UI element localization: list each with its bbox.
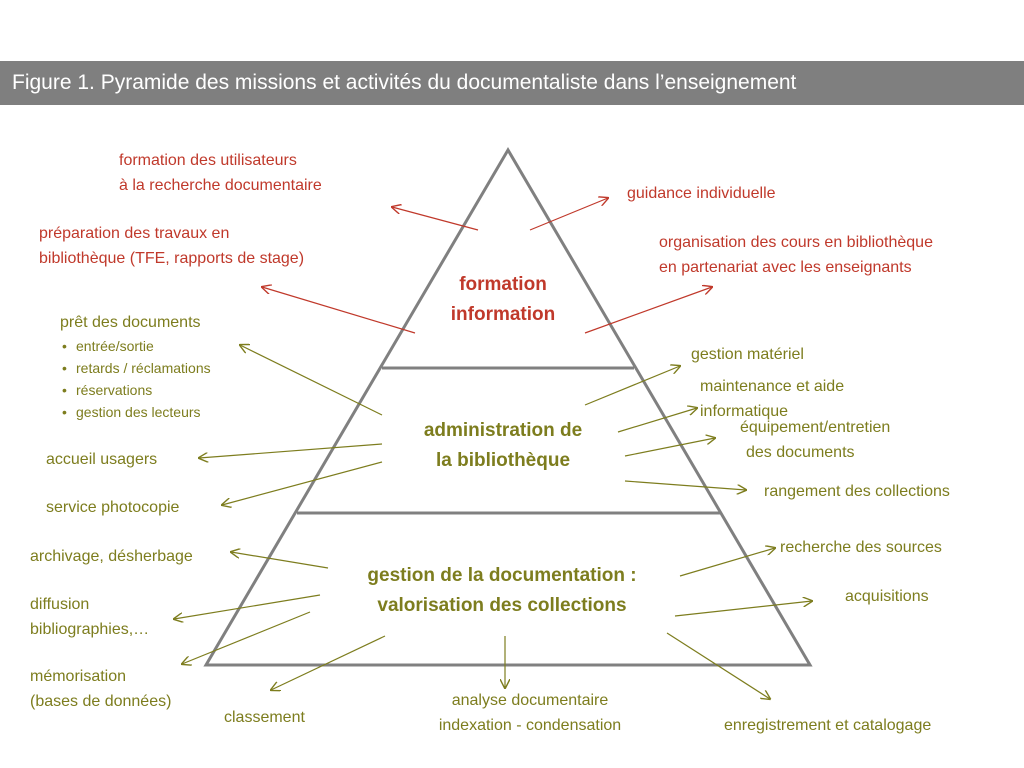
label-classement: classement [224,709,305,726]
pyramid-outline [203,147,813,667]
list-item: réservations [60,379,211,401]
label-organisation-cours: organisation des cours en bibliothèque e… [659,230,933,280]
label-acquisitions: acquisitions [845,588,929,605]
list-item: retards / réclamations [60,357,211,379]
label-memorisation: mémorisation (bases de données) [30,664,171,714]
tier-middle-label: administration de la bibliothèque [393,416,613,476]
arrow-diffusion [174,594,321,619]
arrow-formation-utilisateurs [392,207,479,231]
tier-bottom-line1: gestion de la documentation : [367,565,637,586]
arrow-guidance [529,198,608,231]
label-diffusion: diffusion bibliographies,… [30,592,149,642]
label-photocopie: service photocopie [46,499,180,516]
arrow-accueil [199,443,383,458]
label-accueil: accueil usagers [46,451,158,468]
arrow-preparation [262,287,416,334]
list-item: gestion des lecteurs [60,401,211,423]
label-line: formation des utilisateurs [119,152,297,169]
tier-bottom-line2: valorisation des collections [377,595,627,616]
label-line: à la recherche documentaire [119,177,322,194]
arrow-pret [240,345,383,416]
label-line: bibliothèque (TFE, rapports de stage) [39,250,305,267]
arrow-enregistrement [666,632,770,699]
tier-middle-line2: la bibliothèque [435,450,571,471]
arrow-photocopie [222,461,383,505]
label-line: bibliographies,… [30,621,150,638]
arrow-archivage [231,552,329,569]
arrow-recherche [679,548,775,577]
label-recherche: recherche des sources [780,539,942,556]
arrow-gestion-materiel [584,366,680,406]
label-line: organisation des cours en bibliothèque [659,234,933,251]
arrow-classement [271,635,386,690]
label-guidance: guidance individuelle [627,185,776,202]
label-maintenance: maintenance et aide informatique [700,374,844,424]
arrow-memorisation [182,611,311,664]
label-line: équipement/entretien [740,419,891,436]
label-line: (bases de données) [30,693,172,710]
tier-top-label: formation information [418,270,588,330]
label-pret-heading: prêt des documents [60,314,201,331]
label-line: des documents [746,444,855,461]
arrow-rangement [624,480,746,490]
arrow-organisation [584,287,712,334]
label-line: analyse documentaire [451,692,609,709]
label-preparation-travaux: préparation des travaux en bibliothèque … [39,221,304,271]
arrow-equipement [624,438,715,457]
figure-title: Figure 1. Pyramide des missions et activ… [0,61,1024,105]
label-pret: prêt des documents entrée/sortie retards… [60,310,211,423]
tier-bottom-label: gestion de la documentation : valorisati… [322,561,682,621]
label-analyse: analyse documentaire indexation - conden… [410,688,650,738]
label-line: maintenance et aide [700,378,845,395]
label-line: diffusion [30,596,90,613]
arrow-acquisitions [674,601,812,617]
arrow-maintenance [617,408,697,433]
label-line: mémorisation [30,668,127,685]
label-formation-utilisateurs: formation des utilisateurs à la recherch… [119,148,322,198]
label-enregistrement: enregistrement et catalogage [724,717,932,734]
tier-middle-line1: administration de [423,420,583,441]
label-gestion-materiel: gestion matériel [691,346,804,363]
label-rangement: rangement des collections [764,483,950,500]
label-line: indexation - condensation [438,717,622,734]
label-equipement: équipement/entretien des documents [740,415,890,465]
label-archivage: archivage, désherbage [30,548,193,565]
tier-top-line1: formation [459,274,547,295]
label-line: informatique [700,403,789,420]
list-item: entrée/sortie [60,335,211,357]
label-line: préparation des travaux en [39,225,230,242]
pret-list: entrée/sortie retards / réclamations rés… [60,335,211,423]
tier-top-line2: information [450,304,556,325]
label-line: en partenariat avec les enseignants [659,259,912,276]
